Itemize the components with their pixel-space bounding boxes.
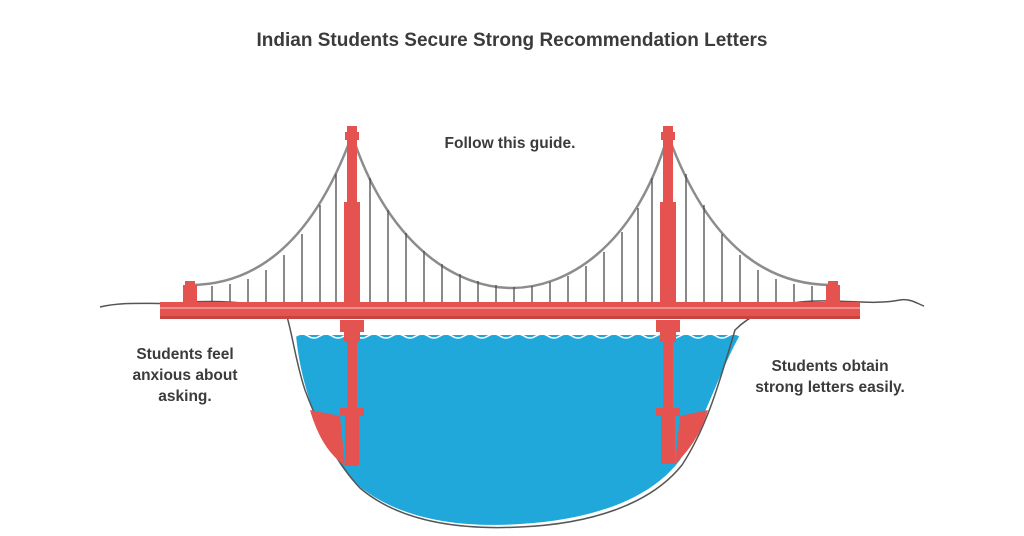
- cliff-right: [675, 410, 708, 464]
- start-label-line: anxious about: [132, 367, 238, 384]
- tower-left: [340, 126, 364, 466]
- deck-underside: [160, 316, 860, 319]
- bridge-label: Follow this guide.: [400, 133, 620, 154]
- end-post-left: [183, 281, 197, 303]
- suspenders-left: [211, 174, 337, 304]
- diagram-title: Indian Students Secure Strong Recommenda…: [256, 30, 768, 51]
- bridge-deck: [160, 302, 860, 316]
- outcome-label-line: strong letters easily.: [755, 379, 905, 396]
- suspenders-right: [685, 174, 813, 304]
- main-cable-left: [189, 134, 354, 287]
- cliff-left: [310, 410, 345, 466]
- start-label-line: Students feel: [136, 346, 234, 363]
- start-label: Students feel anxious about asking.: [95, 344, 275, 407]
- start-label-line: asking.: [158, 388, 212, 405]
- main-cable-right: [666, 134, 833, 287]
- river-water: [296, 335, 740, 525]
- main-cable-center: [350, 134, 670, 290]
- outcome-label-line: Students obtain: [771, 358, 889, 375]
- tower-right: [656, 126, 680, 464]
- bridge-label-text: Follow this guide.: [444, 135, 576, 152]
- suspenders-center: [369, 178, 653, 304]
- outcome-label: Students obtain strong letters easily.: [730, 356, 930, 398]
- end-post-right: [826, 281, 840, 303]
